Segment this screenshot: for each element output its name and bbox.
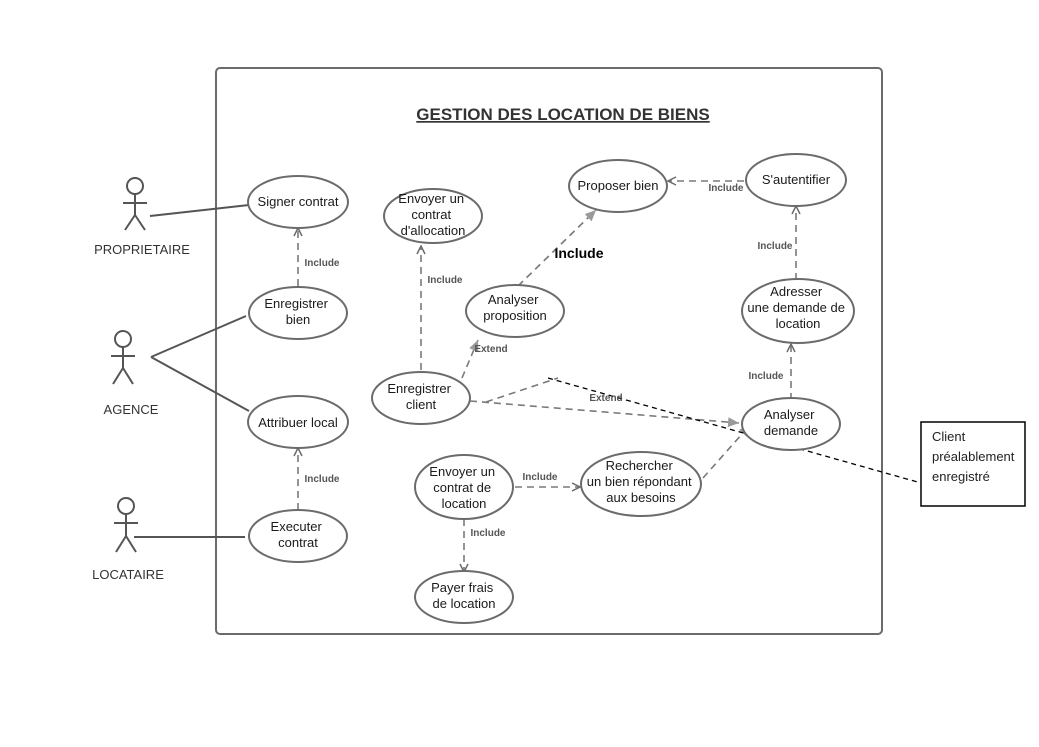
label-include-6: Include xyxy=(757,241,792,252)
label-include-4: Include xyxy=(554,245,603,261)
usecase-text-line: une demande de xyxy=(747,300,845,315)
usecase-text-line: aux besoins xyxy=(606,490,676,505)
usecase-text-line: bien xyxy=(286,312,311,327)
diagram-title: GESTION DES LOCATION DE BIENS xyxy=(416,105,709,124)
dep-include-proposition-proposer xyxy=(517,209,597,287)
dep-extend-client-proposition xyxy=(461,339,479,379)
usecase-signer-contrat: Signer contrat xyxy=(247,175,349,229)
assoc-agence-enregistrer-bien xyxy=(150,315,247,358)
svg-text:Analyser demande: Analyser demande xyxy=(764,407,818,438)
note-client-enregistre: Client préalablement enregistré xyxy=(920,421,1026,507)
label-include-1: Include xyxy=(304,258,339,269)
svg-text:Enregistrer client: Enregistrer client xyxy=(387,381,454,412)
label-include-9: Include xyxy=(470,528,505,539)
svg-text:Analyser proposition: Analyser proposition xyxy=(483,292,547,323)
actor-label-locataire: LOCATAIRE xyxy=(92,567,164,582)
note-text-line: enregistré xyxy=(932,469,990,484)
usecase-text-line: Enregistrer xyxy=(387,381,451,396)
label-include-2: Include xyxy=(304,474,339,485)
usecase-text-line: Analyser xyxy=(488,292,539,307)
usecase-text-line: S'autentifier xyxy=(762,172,831,187)
usecase-executer-contrat: Executer contrat xyxy=(248,509,348,563)
usecase-text-line: Analyser xyxy=(764,407,815,422)
usecase-proposer-bien: Proposer bien xyxy=(568,159,668,213)
usecase-text-line: Rechercher xyxy=(606,458,674,473)
note-text-line: Client xyxy=(932,429,966,444)
usecase-enregistrer-client: Enregistrer client xyxy=(371,371,471,425)
usecase-text-line: Proposer bien xyxy=(578,178,659,193)
assoc-agence-attribuer xyxy=(150,356,250,412)
label-extend-2: Extend xyxy=(589,393,622,404)
usecase-adresser-demande: Adresser une demande de location xyxy=(741,278,855,344)
svg-text:Executer contrat: Executer contrat xyxy=(271,519,326,550)
usecase-analyser-proposition: Analyser proposition xyxy=(465,284,565,338)
assoc-proprietaire-signer xyxy=(149,204,250,217)
dep-extend-client-segment xyxy=(485,377,559,403)
label-include-3: Include xyxy=(427,275,462,286)
label-extend-1: Extend xyxy=(474,344,507,355)
usecase-sauthentifier: S'autentifier xyxy=(745,153,847,207)
usecase-text-line: Envoyer un xyxy=(429,464,495,479)
usecase-text-line: location xyxy=(442,496,487,511)
usecase-envoyer-contrat-allocation: Envoyer un contrat d'allocation xyxy=(383,188,483,244)
usecase-text-line: proposition xyxy=(483,308,547,323)
usecase-text-line: contrat xyxy=(278,535,318,550)
svg-text:S'autentifier: S'autentifier xyxy=(762,172,831,187)
actor-proprietaire: PROPRIETAIRE xyxy=(94,177,190,257)
usecase-rechercher-bien: Rechercher un bien répondant aux besoins xyxy=(580,451,702,517)
usecase-signer-contrat-text: Signer contrat xyxy=(258,194,339,209)
label-include-5: Include xyxy=(708,183,743,194)
svg-text:Payer frais de location: Payer frais de location xyxy=(431,580,497,611)
svg-text:Client préalablement: Client préalablement enregistré xyxy=(932,429,1018,484)
svg-text:Rechercher un bien répon: Rechercher un bien répondant aux besoins xyxy=(587,458,695,505)
system-boundary xyxy=(215,67,883,635)
actor-label-proprietaire: PROPRIETAIRE xyxy=(94,242,190,257)
usecase-text-line: contrat de xyxy=(433,480,491,495)
svg-text:Enregistrer bien: Enregistrer bien xyxy=(264,296,331,327)
usecase-text-line: demande xyxy=(764,423,818,438)
actor-label-agence: AGENCE xyxy=(104,402,159,417)
usecase-analyser-demande: Analyser demande xyxy=(741,397,841,451)
usecase-text-line: Envoyer un xyxy=(398,191,464,206)
usecase-attribuer-local: Attribuer local xyxy=(247,395,349,449)
usecase-text-line: de location xyxy=(433,596,496,611)
usecase-text-line: location xyxy=(776,316,821,331)
svg-text:Envoyer un contrat: Envoyer un contrat d'allocation xyxy=(398,191,467,238)
usecase-envoyer-contrat-location: Envoyer un contrat de location xyxy=(414,454,514,520)
svg-text:Proposer bien: Proposer bien xyxy=(578,178,659,193)
dep-extend-client-analyser xyxy=(469,400,740,428)
usecase-text-line: un bien répondant xyxy=(587,474,692,489)
usecase-text-line: Adresser xyxy=(770,284,823,299)
actor-agence: AGENCE xyxy=(104,330,159,417)
svg-text:Attribuer local: Attribuer local xyxy=(258,415,338,430)
note-text-line: préalablement xyxy=(932,449,1015,464)
usecase-text-line: Payer frais xyxy=(431,580,494,595)
label-include-7: Include xyxy=(748,371,783,382)
usecase-payer-frais: Payer frais de location xyxy=(414,570,514,624)
usecase-text-line: Signer contrat xyxy=(258,194,339,209)
usecase-text-line: contrat xyxy=(411,207,451,222)
svg-text:Adresser une demande de: Adresser une demande de location xyxy=(747,284,848,331)
usecase-text-line: Executer xyxy=(271,519,323,534)
usecase-enregistrer-bien: Enregistrer bien xyxy=(248,286,348,340)
svg-text:Envoyer un contrat de: Envoyer un contrat de location xyxy=(429,464,498,511)
usecase-text-line: Attribuer local xyxy=(258,415,338,430)
usecase-text-line: client xyxy=(406,397,437,412)
note-connector xyxy=(547,377,922,484)
label-include-8: Include xyxy=(522,472,557,483)
actor-locataire: LOCATAIRE xyxy=(92,497,164,582)
usecase-text-line: d'allocation xyxy=(401,223,466,238)
usecase-text-line: Enregistrer xyxy=(264,296,328,311)
